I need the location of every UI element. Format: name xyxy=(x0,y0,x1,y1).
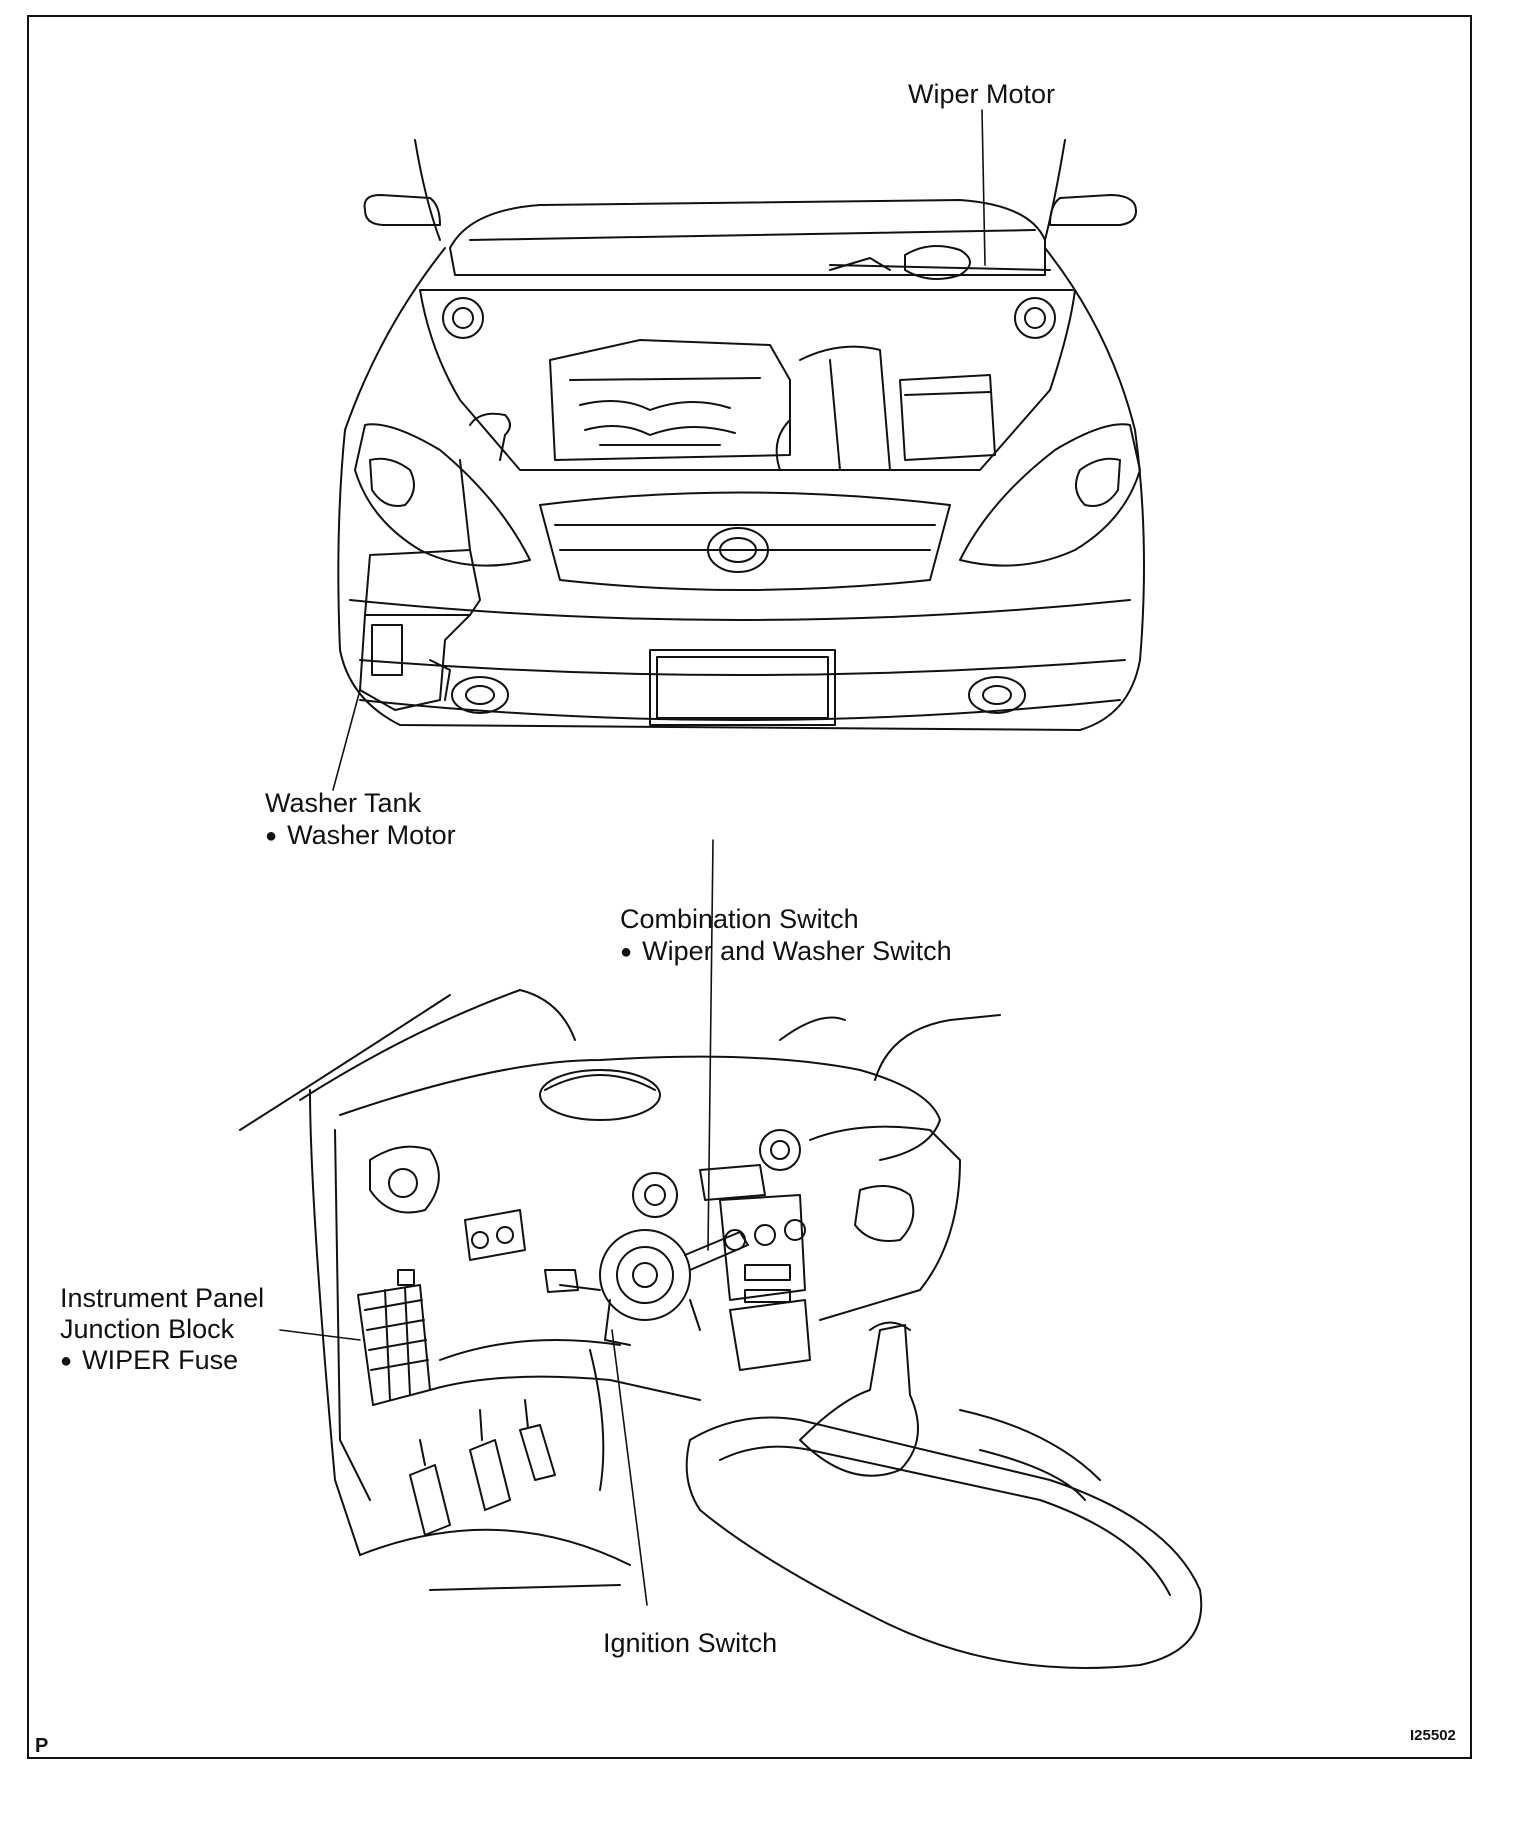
label-instrument-panel: Instrument Panel xyxy=(60,1283,265,1313)
figure-frame xyxy=(27,15,1472,1759)
corner-mark-left: P xyxy=(35,1735,49,1757)
label-junction-block: Junction Block xyxy=(60,1314,235,1344)
label-washer-motor: Washer Motor xyxy=(265,819,456,854)
leader-lines xyxy=(279,109,986,1606)
label-ignition-switch: Ignition Switch xyxy=(603,1628,778,1658)
car-front-illustration xyxy=(337,139,1145,731)
figure-id: I25502 xyxy=(1410,1727,1456,1744)
label-wiper-fuse: WIPER Fuse xyxy=(60,1344,238,1379)
label-wiper-washer-switch: Wiper and Washer Switch xyxy=(620,935,952,970)
interior-illustration xyxy=(239,989,1203,1669)
label-combination-switch: Combination Switch xyxy=(620,904,859,934)
label-wiper-motor: Wiper Motor xyxy=(908,79,1056,109)
label-washer-tank: Washer Tank xyxy=(265,788,422,818)
